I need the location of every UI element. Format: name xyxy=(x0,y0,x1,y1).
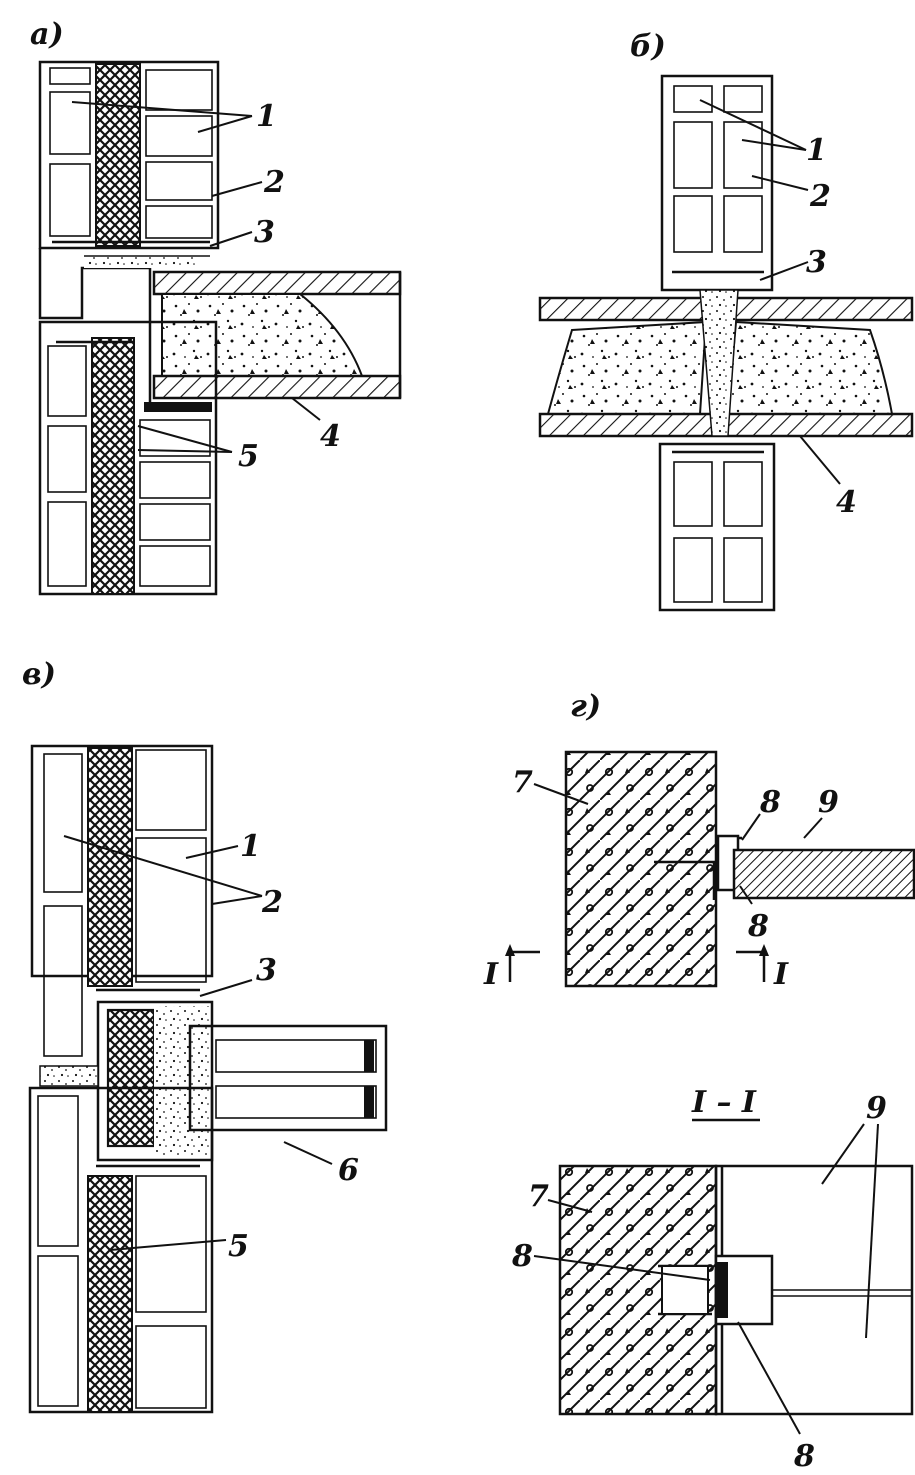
panel-b-leaders xyxy=(699,99,841,485)
panel-g-title: г) xyxy=(570,689,601,724)
panel-g-section-marks xyxy=(505,944,769,982)
panel-a-callout-3: 3 xyxy=(254,215,275,250)
panel-v-callout-2: 2 xyxy=(261,885,283,920)
panel-a-callout-1: 1 xyxy=(256,99,277,134)
panel-g-callout-7: 7 xyxy=(512,765,533,800)
panel-b-callout-3: 3 xyxy=(806,245,827,280)
panel-g-concrete-wall xyxy=(564,750,718,988)
panel-g-slab xyxy=(732,848,915,900)
panel-b-lower-wall xyxy=(658,442,776,612)
panel-g-leaders xyxy=(533,783,823,905)
panel-v-callout-3: 3 xyxy=(256,953,277,988)
panel-g-callout-8-top: 8 xyxy=(759,785,781,820)
panel-v-upper-wall xyxy=(30,744,214,1057)
panel-v-leaders xyxy=(63,835,333,1251)
panel-v-joint-block xyxy=(39,1000,214,1162)
panel-g-section-mark-right: I xyxy=(773,957,789,992)
panel-b-floor-slab xyxy=(538,289,914,438)
panel-g: г) 7 8 9 8 I I xyxy=(483,689,915,992)
section-callout-9: 9 xyxy=(866,1091,887,1126)
section-callout-8-left: 8 xyxy=(511,1239,533,1274)
panel-a-title: а) xyxy=(30,17,64,52)
panel-b-callout-4: 4 xyxy=(836,485,857,520)
panel-a-callout-4: 4 xyxy=(320,419,341,454)
panel-a-leaders xyxy=(71,101,321,453)
panel-b-callout-1: 1 xyxy=(806,133,827,168)
panel-b: б) xyxy=(538,29,914,612)
panel-v-callout-6: 6 xyxy=(338,1153,359,1188)
section-bracket xyxy=(658,1254,774,1326)
panel-v-lower-wall xyxy=(28,1086,214,1414)
panel-v: в) xyxy=(22,657,388,1414)
section-callout-8-bottom: 8 xyxy=(793,1439,815,1474)
panel-a-lower-wall xyxy=(38,320,218,596)
panel-b-callout-2: 2 xyxy=(809,179,831,214)
section-title: I – I xyxy=(691,1085,757,1120)
panel-a-mortar-joint xyxy=(38,248,210,408)
panel-g-callout-9: 9 xyxy=(818,785,839,820)
panel-b-title: б) xyxy=(630,29,666,64)
panel-a-callout-2: 2 xyxy=(263,165,285,200)
panel-g-callout-8-bottom: 8 xyxy=(747,909,769,944)
panel-g-section-mark-left: I xyxy=(483,957,499,992)
panel-v-callout-1: 1 xyxy=(240,829,261,864)
panel-a-floor-slab xyxy=(152,270,402,400)
section-i-i: I – I 9 7 8 8 xyxy=(511,1085,914,1474)
panel-v-title: в) xyxy=(22,657,56,692)
panel-v-callout-5: 5 xyxy=(228,1229,249,1264)
section-leaders xyxy=(533,1123,879,1435)
panel-v-floor-panel xyxy=(188,1024,388,1132)
section-callout-7: 7 xyxy=(528,1179,549,1214)
panel-a-upper-wall xyxy=(38,60,220,250)
panel-a-callout-5: 5 xyxy=(238,439,259,474)
panel-a: а) xyxy=(30,17,402,596)
